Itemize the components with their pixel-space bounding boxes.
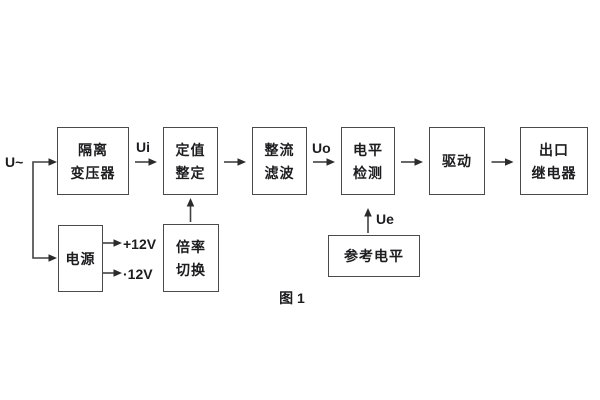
signal-label-minus-12v: ·12V [123,266,153,282]
block-label: 出口 [539,141,569,158]
block-ratio-switch: 倍率 切换 [163,224,219,292]
block-power-supply: 电源 [58,225,103,292]
block-label: 整定 [175,164,206,181]
arrowhead-into-drive [414,158,423,166]
signal-label-u-input: U~ [5,154,24,170]
arrowhead-into-setting [148,158,157,166]
block-label: 定值 [175,141,206,158]
block-rectifier-filter: 整流 滤波 [252,127,307,195]
block-label: 参考电平 [344,248,404,264]
block-label: 电源 [65,250,96,267]
arrowhead-into-rectifier [237,158,246,166]
figure-caption: 图 1 [279,290,305,306]
block-value-setting: 定值 整定 [163,127,218,195]
block-label: 变压器 [70,164,116,181]
signal-label-ui: Ui [136,139,150,155]
arrowhead-into-power [48,254,57,262]
block-output-relay: 出口 继电器 [520,127,588,195]
connector-input-branch [32,161,49,259]
block-label: 切换 [176,261,206,278]
arrowhead-ratio-up [186,198,195,207]
block-label: 检测 [353,164,383,181]
block-level-detection: 电平 检测 [341,127,395,195]
arrowhead-into-relay [505,158,514,166]
arrowhead-into-level [326,158,335,166]
block-label: 隔离 [78,141,108,158]
arrowhead-reference-up [364,208,372,217]
signal-label-ue: Ue [376,211,394,227]
block-label: 继电器 [531,164,577,181]
block-reference-level: 参考电平 [328,235,420,277]
block-label: 整流 [264,141,295,158]
arrowhead-into-transformer [48,158,57,166]
block-isolation-transformer: 隔离 变压器 [57,127,129,195]
block-label: 滤波 [264,164,295,181]
block-label: 电平 [353,141,383,158]
block-label: 倍率 [176,238,206,255]
block-driver: 驱动 [429,127,485,195]
arrowhead-pos12 [113,239,122,247]
block-label: 驱动 [442,153,472,169]
signal-label-uo: Uo [312,140,331,156]
signal-label-plus-12v: +12V [123,236,157,252]
arrowhead-neg12 [113,269,122,277]
